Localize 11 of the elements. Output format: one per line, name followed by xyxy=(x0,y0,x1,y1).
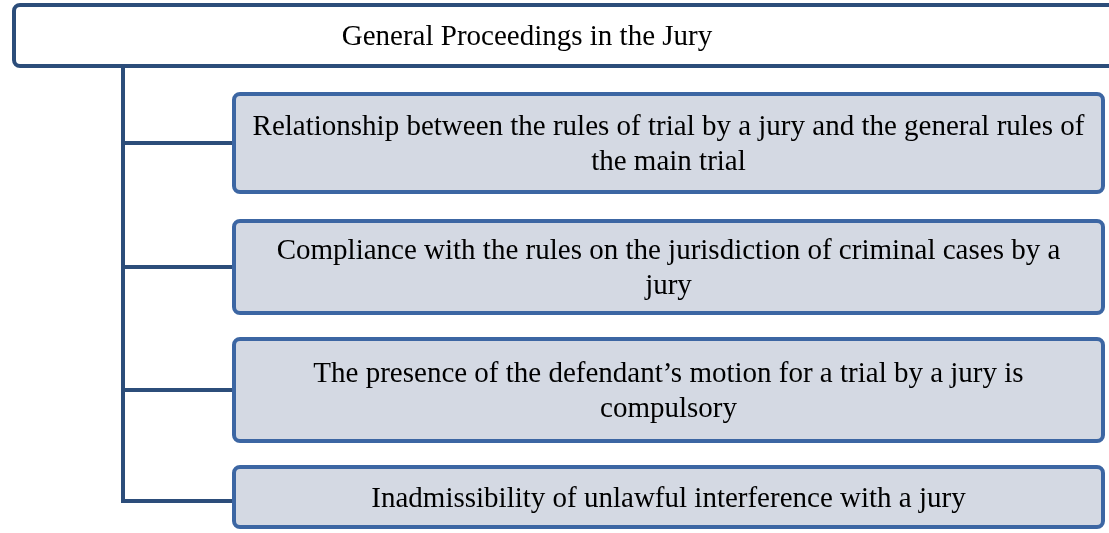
topic-box xyxy=(232,337,1105,443)
topic-text: Inadmissibility of unlawful interference with a jury xyxy=(371,479,966,515)
topic-box xyxy=(232,465,1105,529)
title-text: General Proceedings in the Jury xyxy=(341,18,713,53)
topic-box xyxy=(232,92,1105,194)
topic-text: The presence of the defendant’s motion for a trial by a jury is compulsory xyxy=(312,355,1025,425)
title-box xyxy=(12,3,1109,68)
topic-text: Compliance with the rules on the jurisdiction of criminal cases by a jury xyxy=(275,232,1062,302)
topic-box xyxy=(232,219,1105,315)
connector-line xyxy=(121,68,232,503)
topic-text: Relationship between the rules of trial by a jury and the general rules of the main trial xyxy=(251,108,1086,178)
